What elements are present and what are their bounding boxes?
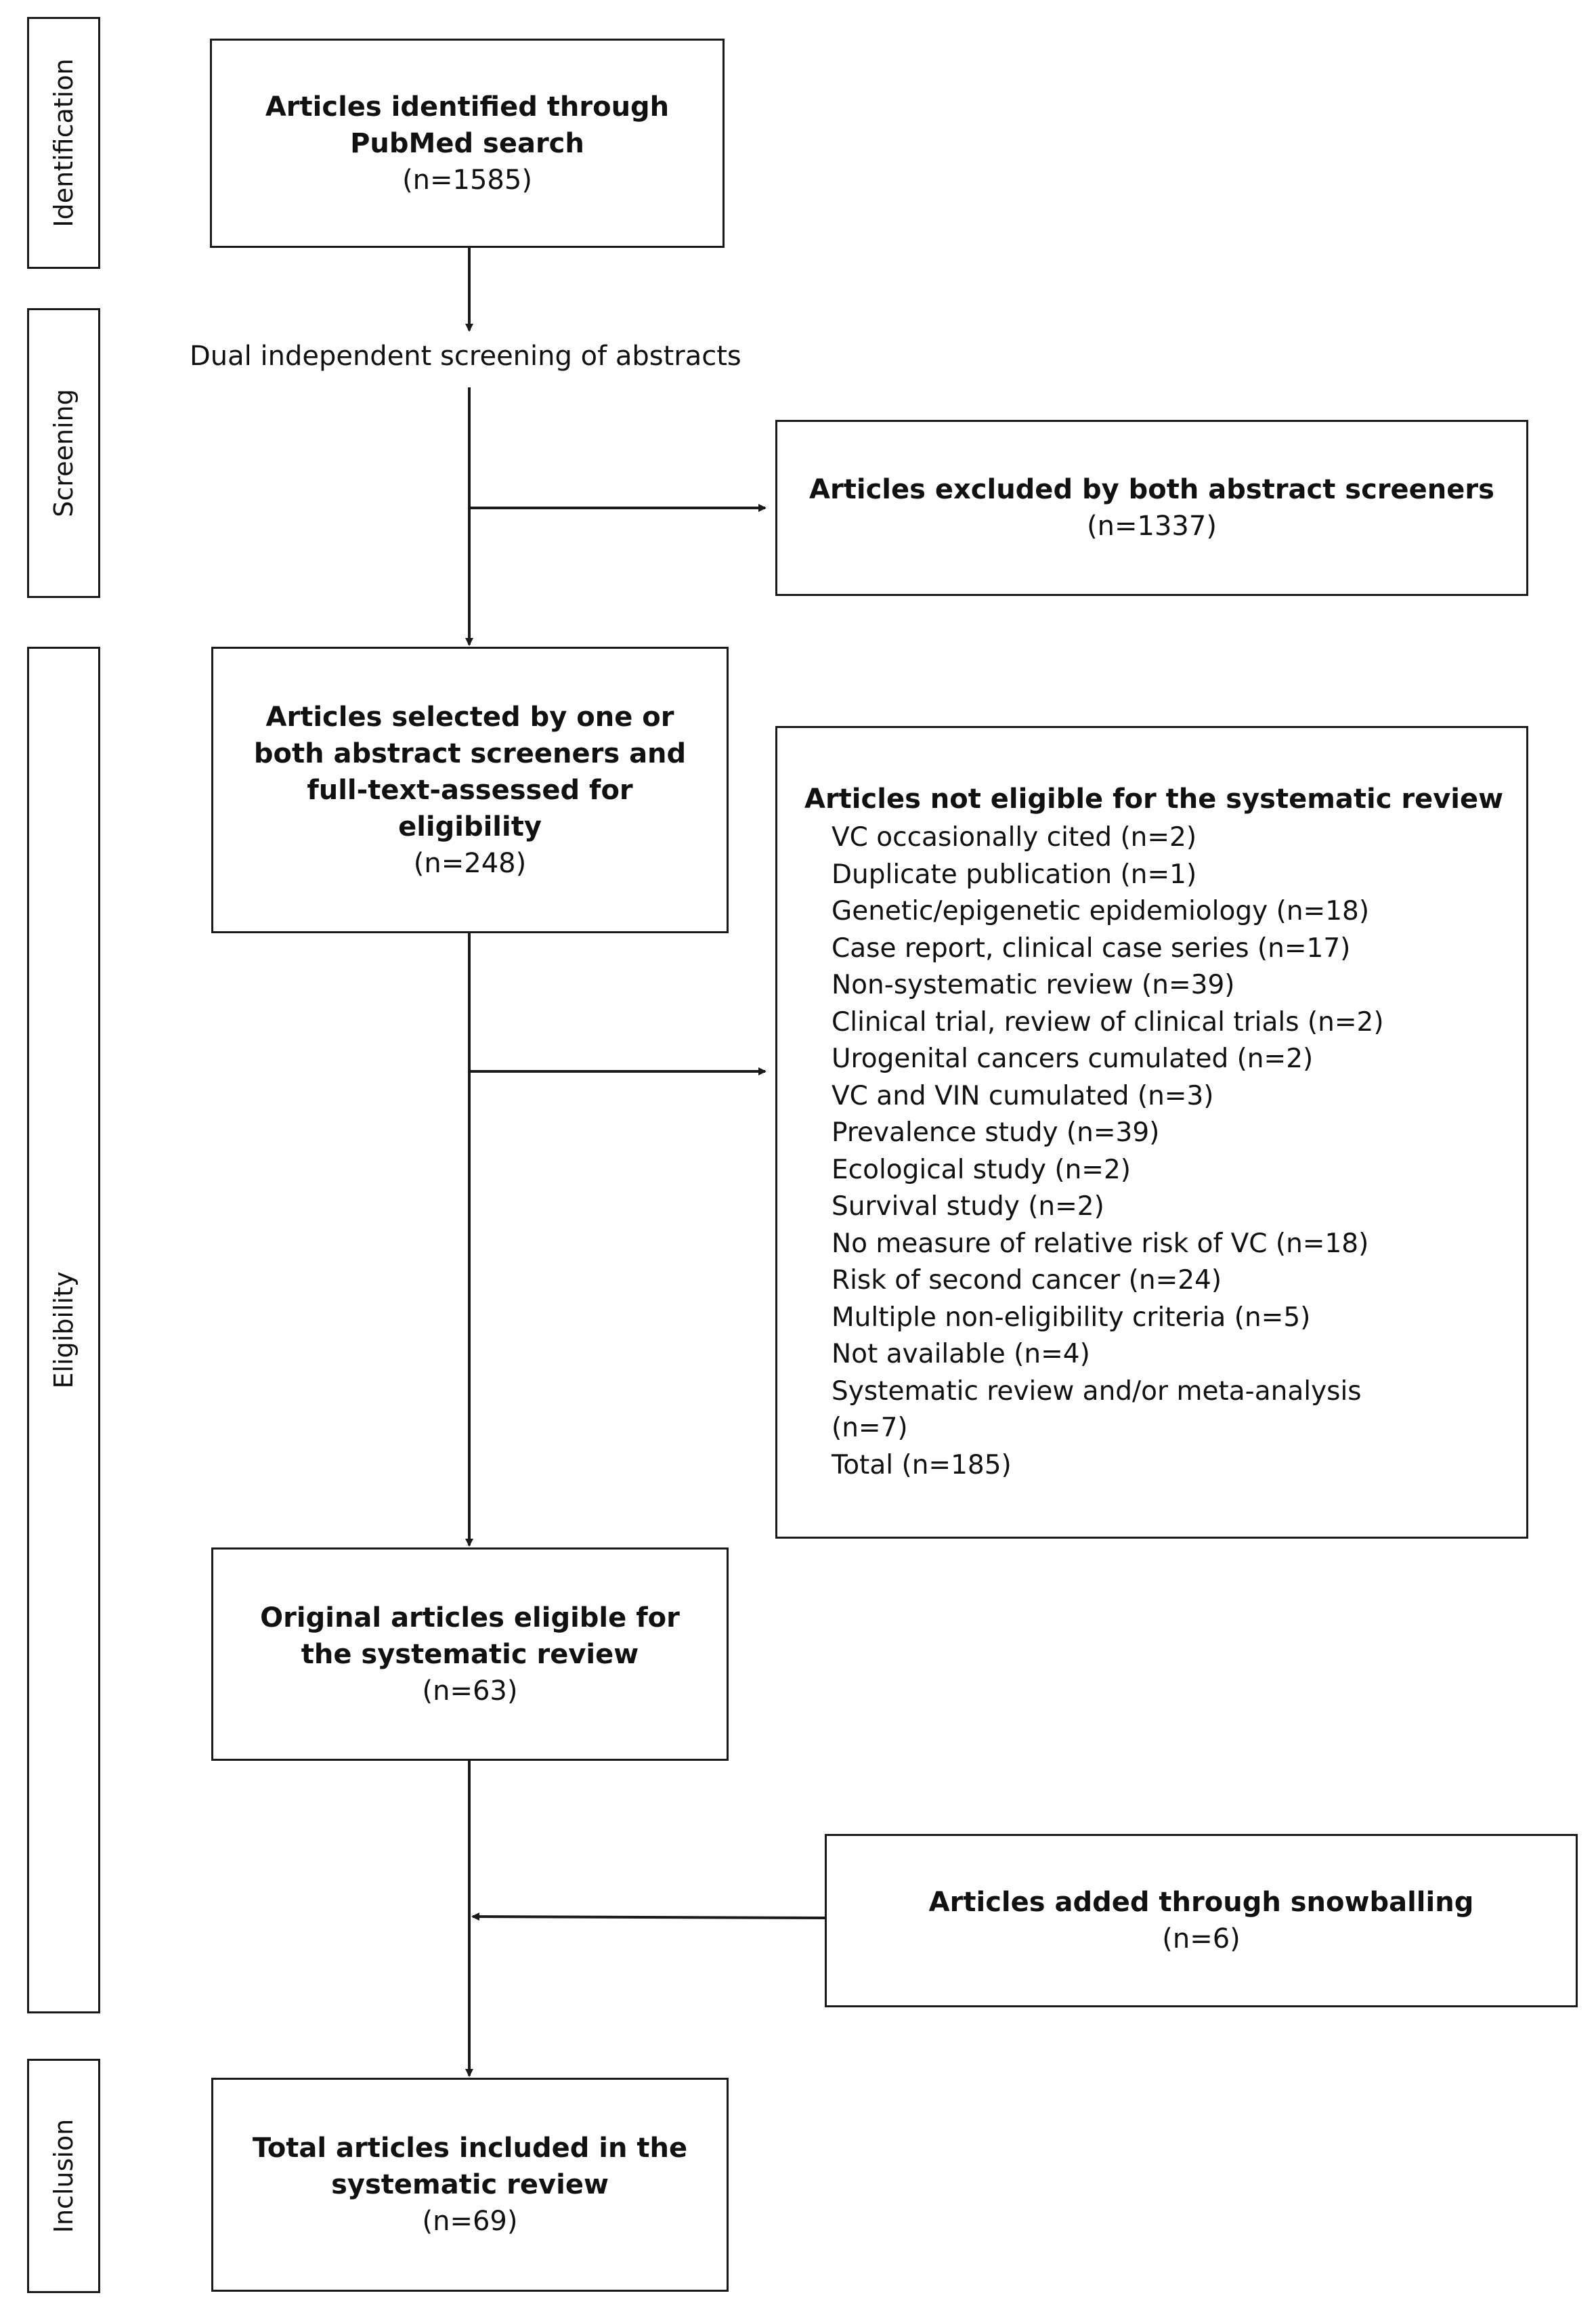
screening-step-text: Dual independent screening of abstracts bbox=[190, 341, 741, 372]
included-count: (n=69) bbox=[422, 2206, 518, 2237]
reason-item: Risk of second cancer (n=24) bbox=[832, 1265, 1222, 1296]
selected-line4: eligibility bbox=[398, 811, 542, 842]
reason-item: Non-systematic review (n=39) bbox=[832, 970, 1235, 1000]
selected-box: Articles selected by one or both abstrac… bbox=[211, 647, 729, 933]
eligible-line2: the systematic review bbox=[301, 1638, 639, 1670]
stage-inclusion: Inclusion bbox=[27, 2059, 100, 2293]
arrow-snowball-merge bbox=[471, 1912, 825, 1921]
reason-item: No measure of relative risk of VC (n=18) bbox=[832, 1228, 1369, 1259]
reason-item: VC and VIN cumulated (n=3) bbox=[832, 1080, 1214, 1111]
reason-total: Total (n=185) bbox=[832, 1449, 1012, 1480]
excluded-abstract-title: Articles excluded by both abstract scree… bbox=[809, 474, 1494, 505]
snowball-count: (n=6) bbox=[1162, 1923, 1241, 1954]
reason-item: Systematic review and/or meta-analysis bbox=[832, 1375, 1362, 1407]
reason-item: Ecological study (n=2) bbox=[832, 1154, 1131, 1185]
reason-item: Case report, clinical case series (n=17) bbox=[832, 933, 1351, 964]
stage-screening: Screening bbox=[27, 308, 100, 598]
snowball-box: Articles added through snowballing (n=6) bbox=[825, 1834, 1578, 2007]
included-box: Total articles included in the systemati… bbox=[211, 2078, 729, 2292]
snowball-title: Articles added through snowballing bbox=[928, 1887, 1474, 1918]
not-eligible-box: Articles not eligible for the systematic… bbox=[775, 726, 1528, 1539]
reason-item: Genetic/epigenetic epidemiology (n=18) bbox=[832, 896, 1370, 926]
reason-item: Survival study (n=2) bbox=[832, 1191, 1104, 1222]
reason-item: Prevalence study (n=39) bbox=[832, 1117, 1160, 1148]
excluded-abstract-count: (n=1337) bbox=[1087, 511, 1217, 542]
excluded-abstract-box: Articles excluded by both abstract scree… bbox=[775, 420, 1528, 596]
included-line2: systematic review bbox=[331, 2169, 609, 2200]
reason-item: Duplicate publication (n=1) bbox=[832, 859, 1197, 890]
identified-box: Articles identified through PubMed searc… bbox=[210, 39, 725, 248]
selected-line2: both abstract screeners and bbox=[253, 738, 687, 769]
not-eligible-title: Articles not eligible for the systematic… bbox=[804, 784, 1504, 815]
identified-title-line2: PubMed search bbox=[350, 127, 584, 159]
reason-item: Urogenital cancers cumulated (n=2) bbox=[832, 1044, 1314, 1074]
stage-eligibility: Eligibility bbox=[27, 647, 100, 2013]
included-line1: Total articles included in the bbox=[252, 2133, 688, 2164]
identified-title-line1: Articles identified through bbox=[265, 91, 670, 123]
eligible-box: Original articles eligible for the syste… bbox=[211, 1547, 729, 1761]
identified-count: (n=1585) bbox=[402, 164, 532, 196]
reason-item: Multiple non-eligibility criteria (n=5) bbox=[832, 1302, 1311, 1333]
reason-item: Not available (n=4) bbox=[832, 1339, 1090, 1369]
selected-count: (n=248) bbox=[413, 847, 527, 879]
eligible-line1: Original articles eligible for bbox=[260, 1602, 680, 1633]
reason-item: (n=7) bbox=[832, 1413, 908, 1443]
selected-line1: Articles selected by one or bbox=[265, 701, 674, 733]
reason-item: VC occasionally cited (n=2) bbox=[832, 822, 1197, 853]
not-eligible-reasons: VC occasionally cited (n=2) Duplicate pu… bbox=[804, 819, 1526, 1484]
stage-identification: Identification bbox=[27, 17, 100, 269]
selected-line3: full-text-assessed for bbox=[307, 774, 633, 806]
eligible-count: (n=63) bbox=[422, 1675, 518, 1707]
reason-item: Clinical trial, review of clinical trial… bbox=[832, 1006, 1384, 1038]
